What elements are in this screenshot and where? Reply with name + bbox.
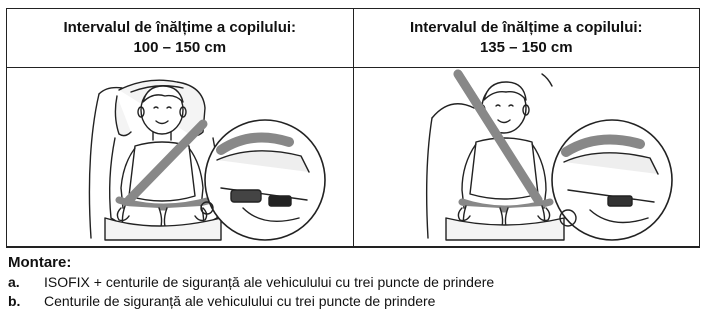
table-header-row: Intervalul de înălțime a copilului: 100 … [7,9,699,68]
illustration-row [7,68,699,247]
height-range-label: Intervalul de înălțime a copilului: [409,19,643,36]
height-range-table: Intervalul de înălțime a copilului: 100 … [6,8,700,248]
height-range-value: 135 – 150 cm [479,39,573,56]
height-range-label: Intervalul de înălțime a copilului: [63,19,297,36]
height-range-value: 100 – 150 cm [133,39,227,56]
mounting-item-letter: b. [8,293,21,309]
illustration-cell-right [352,68,700,246]
mounting-item: a. ISOFIX + centurile de siguranță ale ve… [8,273,494,291]
mounting-item-text: ISOFIX + centurile de siguranță ale vehi… [44,274,495,290]
mounting-item-text: Centurile de siguranță ale vehiculului c… [44,293,436,309]
mounting-item-letter: a. [8,274,20,290]
header-cell-right: Intervalul de înălțime a copilului: 135 … [352,9,700,67]
booster-without-backrest-illustration [425,69,673,241]
booster-with-backrest-illustration [88,79,326,241]
mounting-item: b. Centurile de siguranță ale vehiculului… [8,292,435,310]
illustration-cell-left [7,68,353,246]
header-cell-left: Intervalul de înălțime a copilului: 100 … [7,9,353,67]
mounting-title: Montare: [8,254,72,271]
